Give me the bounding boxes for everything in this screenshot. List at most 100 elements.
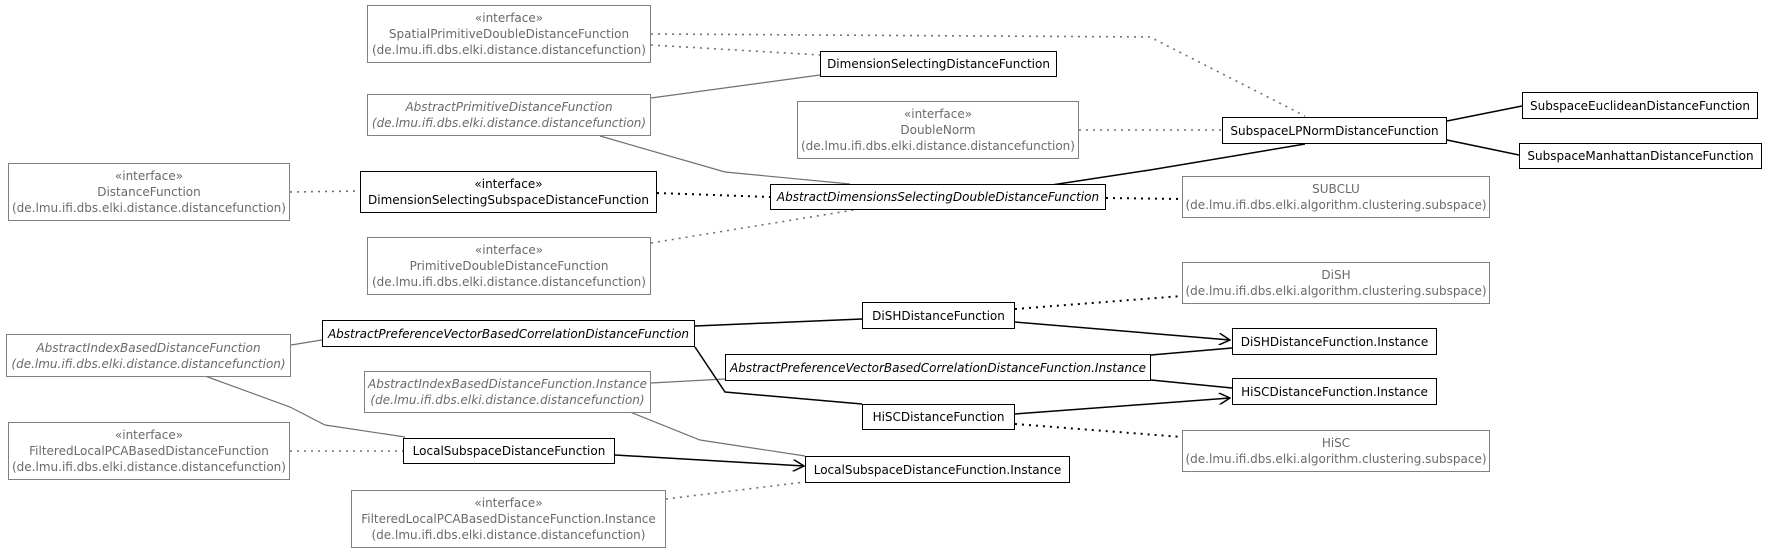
- node-local-subspace-distance-function-instance[interactable]: LocalSubspaceDistanceFunction.Instance: [805, 456, 1070, 483]
- node-spatial-primitive-double-distance-function[interactable]: «interface» SpatialPrimitiveDoubleDistan…: [367, 5, 651, 63]
- stereotype-label: «interface»: [474, 243, 544, 257]
- class-name: AbstractPrimitiveDistanceFunction: [405, 100, 613, 114]
- edge-abstractdimsel-subspacelpnorm: [1044, 143, 1306, 187]
- class-name: SubspaceEuclideanDistanceFunction: [1530, 98, 1750, 113]
- package-name: (de.lmu.ifi.dbs.elki.algorithm.clusterin…: [1185, 452, 1487, 466]
- node-dish-distance-function[interactable]: DiSHDistanceFunction: [862, 302, 1015, 329]
- class-name: SpatialPrimitiveDoubleDistanceFunction: [388, 27, 630, 41]
- edge-dishdf-dish: [1014, 295, 1183, 310]
- node-abstract-primitive-distance-function[interactable]: AbstractPrimitiveDistanceFunction (de.lm…: [367, 94, 651, 136]
- edge-abstractindexinstance-localsubspaceinstance: [629, 411, 806, 457]
- node-hisc-distance-function-instance[interactable]: HiSCDistanceFunction.Instance: [1232, 378, 1437, 405]
- node-filtered-local-pca-based-distance-function[interactable]: «interface» FilteredLocalPCABasedDistanc…: [8, 422, 290, 480]
- package-name: (de.lmu.ifi.dbs.elki.distance.distancefu…: [371, 116, 647, 130]
- package-name: (de.lmu.ifi.dbs.elki.algorithm.clusterin…: [1185, 284, 1487, 298]
- package-name: (de.lmu.ifi.dbs.elki.distance.distancefu…: [370, 393, 645, 407]
- node-subclu[interactable]: SUBCLU (de.lmu.ifi.dbs.elki.algorithm.cl…: [1182, 176, 1490, 218]
- node-distance-function[interactable]: «interface» DistanceFunction (de.lmu.ifi…: [8, 163, 290, 221]
- edge-abstractprimitive-dimensionselecting: [650, 74, 821, 99]
- class-name: DoubleNorm: [900, 123, 976, 137]
- class-name: DimensionSelectingSubspaceDistanceFuncti…: [368, 193, 649, 207]
- class-name: DiSHDistanceFunction.Instance: [1240, 334, 1429, 349]
- stereotype-label: «interface»: [114, 169, 184, 183]
- edge-abstractprefvec-dishdf: [694, 318, 863, 327]
- node-abstract-preference-vector-based-correlation-distance-function-instance[interactable]: AbstractPreferenceVectorBasedCorrelation…: [725, 354, 1151, 381]
- class-name: AbstractPreferenceVectorBasedCorrelation…: [730, 360, 1146, 375]
- edge-abstractindexinstance-abstractprefvecinstance: [650, 378, 726, 384]
- class-name: FilteredLocalPCABasedDistanceFunction.In…: [361, 512, 656, 526]
- class-name: LocalSubspaceDistanceFunction: [412, 444, 606, 458]
- class-name: DistanceFunction: [97, 185, 201, 199]
- stereotype-label: «interface»: [474, 496, 543, 510]
- stereotype-label: «interface»: [474, 177, 543, 191]
- package-name: (de.lmu.ifi.dbs.elki.distance.distancefu…: [12, 460, 286, 474]
- node-dimension-selecting-subspace-distance-function[interactable]: «interface» DimensionSelectingSubspaceDi…: [360, 171, 657, 213]
- edge-subspacelpnorm-manhattan: [1446, 139, 1520, 156]
- node-dish[interactable]: DiSH (de.lmu.ifi.dbs.elki.algorithm.clus…: [1182, 262, 1490, 304]
- edge-abstractprefvecinstance-hiscinstance: [1150, 379, 1233, 389]
- package-name: (de.lmu.ifi.dbs.elki.distance.distancefu…: [12, 201, 286, 215]
- package-name: (de.lmu.ifi.dbs.elki.algorithm.clusterin…: [1185, 198, 1487, 212]
- node-subspace-manhattan-distance-function[interactable]: SubspaceManhattanDistanceFunction: [1519, 143, 1762, 169]
- edge-dimselsubspace-abstractdimsel: [656, 192, 771, 198]
- node-primitive-double-distance-function[interactable]: «interface» PrimitiveDoubleDistanceFunct…: [367, 237, 651, 295]
- package-name: (de.lmu.ifi.dbs.elki.distance.distancefu…: [371, 528, 646, 542]
- class-name: FilteredLocalPCABasedDistanceFunction: [29, 444, 269, 458]
- local-generalization-edges: [694, 105, 1523, 405]
- edge-hiscdf-hiscinstance: [1014, 398, 1230, 415]
- class-name: AbstractIndexBasedDistanceFunction.Insta…: [368, 377, 647, 391]
- node-abstract-dimensions-selecting-double-distance-function[interactable]: AbstractDimensionsSelectingDoubleDistanc…: [770, 184, 1106, 210]
- class-name: SUBCLU: [1312, 182, 1360, 196]
- edge-abstractprefvec-hiscdf: [694, 346, 863, 405]
- node-hisc[interactable]: HiSC (de.lmu.ifi.dbs.elki.algorithm.clus…: [1182, 430, 1490, 472]
- edge-spatial-dimensionselecting: [650, 44, 821, 56]
- edge-filteredinstance-localsubspaceinstance: [665, 481, 806, 500]
- package-name: (de.lmu.ifi.dbs.elki.distance.distancefu…: [801, 139, 1075, 153]
- external-dependency-edges: [289, 33, 1306, 500]
- node-abstract-preference-vector-based-correlation-distance-function[interactable]: AbstractPreferenceVectorBasedCorrelation…: [322, 320, 695, 347]
- edge-abstractindex-localsubspace: [204, 375, 406, 438]
- class-name: HiSC: [1321, 436, 1351, 450]
- class-name: DiSH: [1321, 268, 1351, 282]
- local-dependency-edges: [656, 192, 1183, 438]
- stereotype-label: «interface»: [474, 11, 544, 25]
- package-name: (de.lmu.ifi.dbs.elki.distance.distancefu…: [11, 356, 286, 371]
- edge-hiscdf-hisc: [1014, 423, 1183, 438]
- edge-subspacelpnorm-euclidean: [1446, 105, 1523, 122]
- package-name: (de.lmu.ifi.dbs.elki.distance.distancefu…: [372, 43, 646, 57]
- class-name: AbstractPreferenceVectorBasedCorrelation…: [327, 326, 690, 341]
- external-generalization-edges: [204, 74, 851, 457]
- edge-abstractindex-abstractprefvec: [290, 339, 323, 346]
- node-filtered-local-pca-based-distance-function-instance[interactable]: «interface» FilteredLocalPCABasedDistanc…: [351, 490, 666, 548]
- node-dish-distance-function-instance[interactable]: DiSHDistanceFunction.Instance: [1232, 328, 1437, 355]
- edge-dishdf-dishinstance: [1014, 321, 1230, 340]
- association-edges: [614, 321, 1230, 466]
- node-hisc-distance-function[interactable]: HiSCDistanceFunction: [862, 404, 1015, 430]
- class-name: LocalSubspaceDistanceFunction.Instance: [813, 462, 1062, 477]
- edge-primitive-abstractdimsel: [650, 208, 861, 244]
- class-name: SubspaceLPNormDistanceFunction: [1230, 123, 1439, 138]
- node-subspace-euclidean-distance-function[interactable]: SubspaceEuclideanDistanceFunction: [1522, 92, 1758, 119]
- class-name: HiSCDistanceFunction: [872, 410, 1005, 424]
- package-name: (de.lmu.ifi.dbs.elki.distance.distancefu…: [372, 275, 646, 289]
- stereotype-label: «interface»: [903, 107, 973, 121]
- edge-abstractprefvecinstance-dishinstance: [1150, 347, 1233, 356]
- node-subspace-lp-norm-distance-function[interactable]: SubspaceLPNormDistanceFunction: [1222, 117, 1447, 144]
- class-name: AbstractDimensionsSelectingDoubleDistanc…: [776, 190, 1100, 204]
- node-double-norm[interactable]: «interface» DoubleNorm (de.lmu.ifi.dbs.e…: [797, 101, 1079, 159]
- edge-abstractdimsel-subclu: [1105, 197, 1183, 200]
- node-dimension-selecting-distance-function[interactable]: DimensionSelectingDistanceFunction: [820, 51, 1057, 77]
- class-name: DimensionSelectingDistanceFunction: [827, 57, 1050, 71]
- node-abstract-index-based-distance-function-instance[interactable]: AbstractIndexBasedDistanceFunction.Insta…: [364, 371, 651, 413]
- stereotype-label: «interface»: [114, 428, 184, 442]
- class-name: SubspaceManhattanDistanceFunction: [1527, 149, 1754, 163]
- node-local-subspace-distance-function[interactable]: LocalSubspaceDistanceFunction: [403, 438, 615, 464]
- class-name: HiSCDistanceFunction.Instance: [1241, 384, 1428, 399]
- class-name: DiSHDistanceFunction: [872, 308, 1005, 323]
- node-abstract-index-based-distance-function[interactable]: AbstractIndexBasedDistanceFunction (de.l…: [6, 334, 291, 377]
- edge-localsubspace-localsubspaceinstance: [614, 454, 804, 466]
- edge-abstractprimitive-abstractdimsel: [599, 135, 851, 185]
- class-name: PrimitiveDoubleDistanceFunction: [409, 259, 609, 273]
- class-name: AbstractIndexBasedDistanceFunction: [36, 340, 261, 355]
